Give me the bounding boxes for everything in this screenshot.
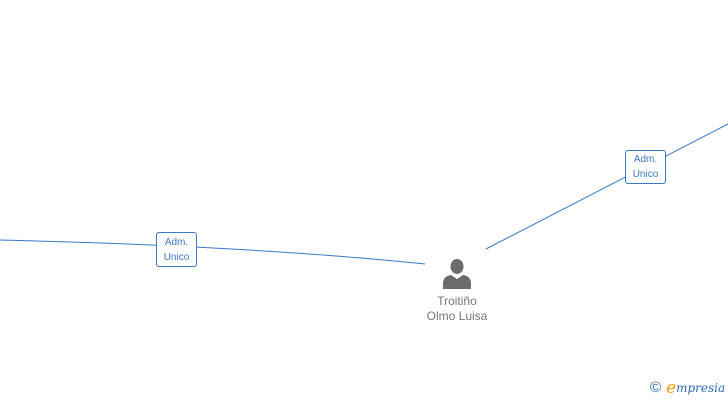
edge-label-left[interactable]: Adm. Unico bbox=[156, 232, 197, 267]
brand-logo-text: mpresia bbox=[676, 381, 726, 395]
person-name: Troitiño Olmo Luisa bbox=[415, 294, 499, 324]
brand-footer[interactable]: © e mpresia bbox=[650, 378, 725, 398]
edge-label-right-line1: Adm. bbox=[633, 154, 658, 165]
edge-left bbox=[0, 239, 426, 265]
brand-logo-initial: e bbox=[666, 378, 677, 398]
edge-right bbox=[485, 123, 728, 250]
person-name-line1: Troitiño bbox=[437, 294, 477, 308]
person-icon bbox=[443, 259, 471, 289]
edge-label-right[interactable]: Adm. Unico bbox=[625, 150, 666, 184]
edge-label-left-line1: Adm. bbox=[164, 237, 189, 248]
copyright-icon: © bbox=[650, 379, 662, 396]
person-node[interactable]: Troitiño Olmo Luisa bbox=[415, 258, 499, 324]
edge-label-right-line2: Unico bbox=[632, 169, 659, 180]
person-name-line2: Olmo Luisa bbox=[426, 309, 488, 323]
edge-label-left-line2: Unico bbox=[163, 252, 190, 263]
